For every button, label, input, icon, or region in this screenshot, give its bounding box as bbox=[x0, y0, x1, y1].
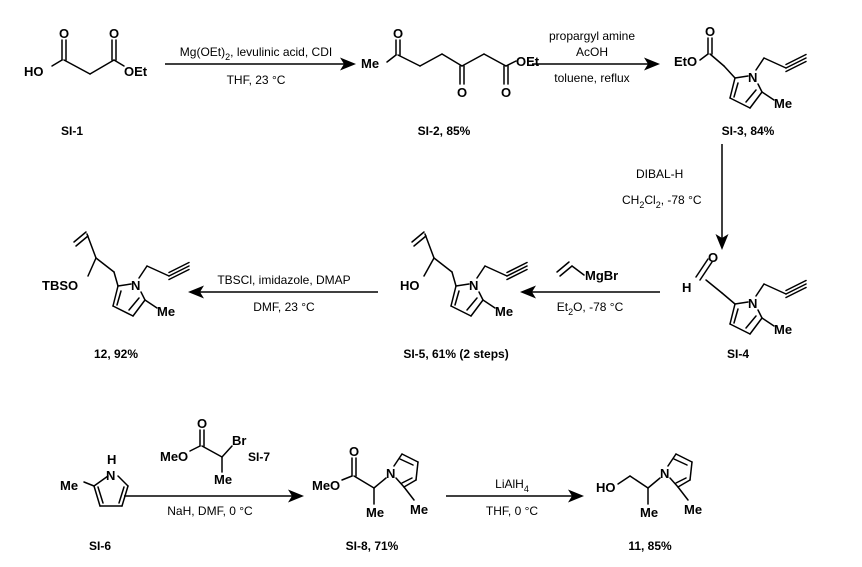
conditions-step-6-bottom: NaH, DMF, 0 °C bbox=[167, 504, 253, 518]
atom-n: N bbox=[748, 70, 757, 85]
conditions-step-1-bottom: THF, 23 °C bbox=[227, 73, 286, 87]
arrow-step-4 bbox=[520, 285, 660, 299]
arrow-step-5 bbox=[188, 285, 378, 299]
atom-o: O bbox=[705, 24, 715, 39]
label-si-4: SI-4 bbox=[727, 347, 749, 361]
atom-ho: HO bbox=[24, 64, 44, 79]
label-11: 11, 85% bbox=[628, 539, 672, 553]
structure-11: HO N Me Me bbox=[596, 453, 702, 520]
conditions-step-2-line-3: toluene, reflux bbox=[554, 71, 629, 85]
label-si-7: SI-7 bbox=[248, 450, 270, 464]
atom-ho: HO bbox=[596, 480, 616, 495]
atom-ho: HO bbox=[400, 278, 420, 293]
atom-me: Me bbox=[410, 502, 428, 517]
conditions-step-5-top: TBSCl, imidazole, DMAP bbox=[217, 273, 350, 287]
conditions-step-1-top: Mg(OEt)2, levulinic acid, CDI bbox=[180, 45, 332, 62]
conditions-step-7-top: LiAlH4 bbox=[495, 477, 529, 494]
atom-n: N bbox=[748, 296, 757, 311]
conditions-step-2-line-1: propargyl amine bbox=[549, 29, 635, 43]
atom-me: Me bbox=[774, 322, 792, 337]
atom-me: Me bbox=[361, 56, 379, 71]
atom-me: Me bbox=[214, 472, 232, 487]
conditions-step-3-line-2: CH2Cl2, -78 °C bbox=[622, 193, 702, 210]
atom-me: Me bbox=[60, 478, 78, 493]
conditions-step-3-line-1: DIBAL-H bbox=[636, 167, 683, 181]
label-si-8: SI-8, 71% bbox=[346, 539, 399, 553]
atom-me: Me bbox=[684, 502, 702, 517]
atom-meo: MeO bbox=[160, 449, 188, 464]
atom-o: O bbox=[393, 26, 403, 41]
label-si-3: SI-3, 84% bbox=[722, 124, 775, 138]
atom-o: O bbox=[109, 26, 119, 41]
arrow-step-7 bbox=[446, 489, 584, 503]
conditions-step-5-bottom: DMF, 23 °C bbox=[253, 300, 315, 314]
atom-o: O bbox=[349, 444, 359, 459]
arrow-step-3 bbox=[715, 144, 729, 250]
atom-n: N bbox=[131, 278, 140, 293]
atom-mgbr: MgBr bbox=[585, 268, 618, 283]
label-12: 12, 92% bbox=[94, 347, 138, 361]
atom-n: N bbox=[660, 466, 669, 481]
atom-n: N bbox=[386, 466, 395, 481]
atom-oet: OEt bbox=[124, 64, 148, 79]
structure-si-6: Me N H bbox=[60, 452, 129, 507]
atom-me: Me bbox=[774, 96, 792, 111]
atom-me: Me bbox=[640, 505, 658, 520]
structure-si-5: HO N Me bbox=[400, 231, 528, 319]
atom-eto: EtO bbox=[674, 54, 697, 69]
atom-o: O bbox=[708, 250, 718, 265]
structure-si-7: MeO O Br Me bbox=[160, 416, 246, 487]
reagent-vinylmagnesium-bromide: MgBr bbox=[556, 261, 618, 283]
structure-si-8: MeO O N Me Me bbox=[312, 444, 428, 520]
arrow-step-6 bbox=[124, 489, 304, 503]
label-si-1: SI-1 bbox=[61, 124, 83, 138]
atom-o: O bbox=[501, 85, 511, 100]
atom-nh-h: H bbox=[107, 452, 116, 467]
arrow-step-2 bbox=[532, 57, 660, 71]
conditions-step-4-bottom: Et2O, -78 °C bbox=[557, 300, 624, 317]
atom-me: Me bbox=[495, 304, 513, 319]
atom-h: H bbox=[682, 280, 691, 295]
atom-o: O bbox=[197, 416, 207, 431]
atom-o: O bbox=[59, 26, 69, 41]
atom-oet: OEt bbox=[516, 54, 540, 69]
atom-meo: MeO bbox=[312, 478, 340, 493]
atom-n: N bbox=[469, 278, 478, 293]
structure-12: TBSO N Me bbox=[42, 231, 190, 319]
conditions-step-2-line-2: AcOH bbox=[576, 45, 608, 59]
atom-me: Me bbox=[366, 505, 384, 520]
structure-si-1: HO O O OEt bbox=[24, 26, 148, 79]
structure-si-3: EtO O N Me bbox=[674, 24, 807, 111]
atom-n: N bbox=[106, 468, 115, 483]
arrow-step-1 bbox=[165, 57, 356, 71]
label-si-2: SI-2, 85% bbox=[418, 124, 471, 138]
atom-me: Me bbox=[157, 304, 175, 319]
label-si-6: SI-6 bbox=[89, 539, 111, 553]
structure-si-4: O H N Me bbox=[682, 250, 807, 337]
atom-tbso: TBSO bbox=[42, 278, 78, 293]
structure-si-2: Me O O O OEt bbox=[361, 26, 540, 100]
conditions-step-7-bottom: THF, 0 °C bbox=[486, 504, 538, 518]
atom-br: Br bbox=[232, 433, 246, 448]
atom-o: O bbox=[457, 85, 467, 100]
label-si-5: SI-5, 61% (2 steps) bbox=[403, 347, 508, 361]
